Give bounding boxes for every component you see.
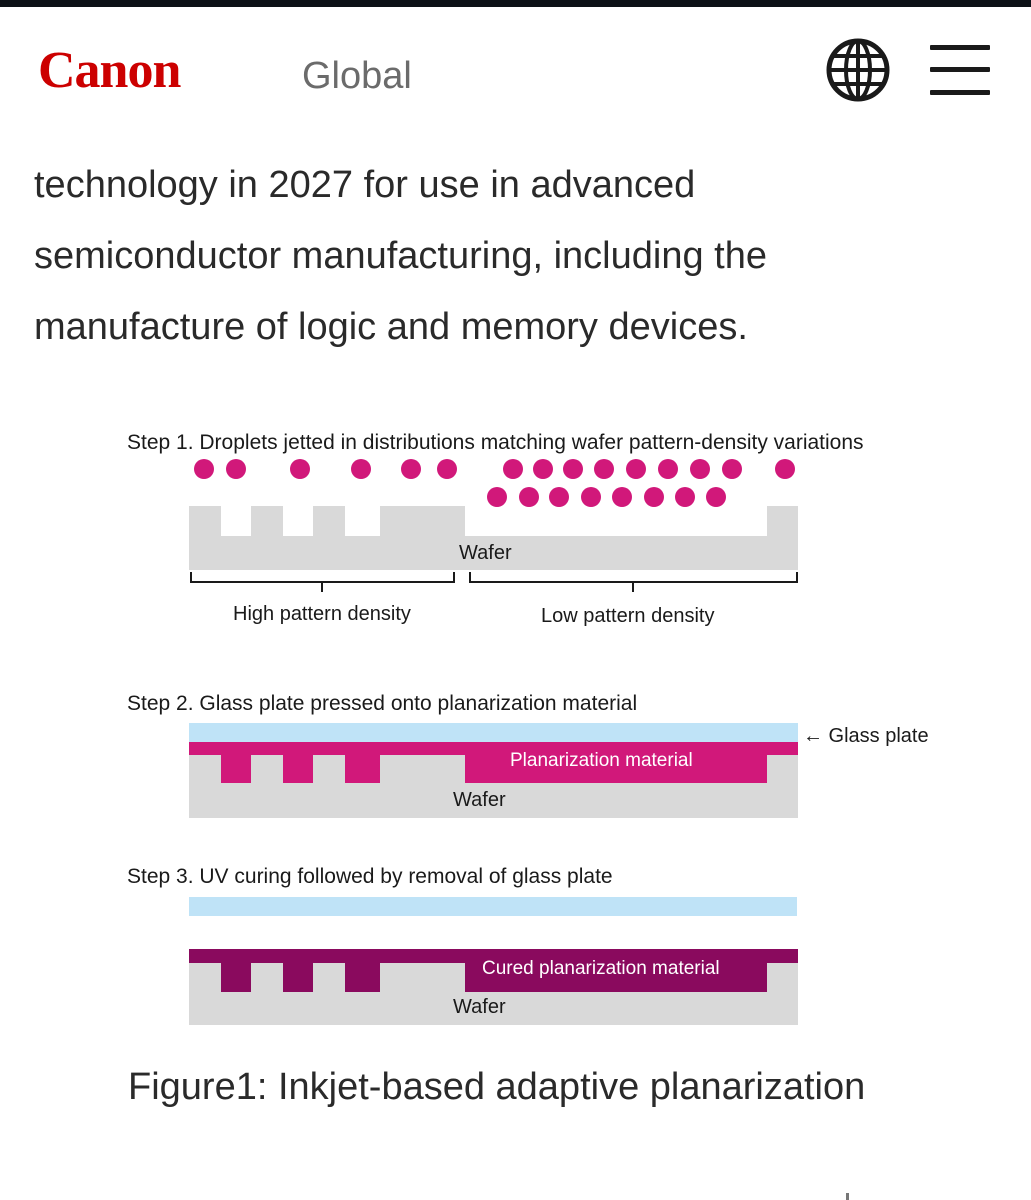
planarization-material <box>189 742 798 783</box>
planarization-label: Planarization material <box>510 750 693 771</box>
glass-plate-label: ← Glass plate <box>803 725 929 747</box>
hamburger-menu-icon[interactable] <box>930 43 992 99</box>
figure-caption: Figure1: Inkjet-based adaptive planariza… <box>128 1066 866 1108</box>
step3-title: Step 3. UV curing followed by removal of… <box>127 865 613 888</box>
glass-plate-step2 <box>189 723 798 742</box>
step1-title: Step 1. Droplets jetted in distributions… <box>127 431 864 454</box>
planarization-figure: Step 1. Droplets jetted in distributions… <box>0 410 1031 1050</box>
article-line: semiconductor manufacturing, including t… <box>34 235 767 277</box>
wafer-label-step3: Wafer <box>453 996 506 1018</box>
article-body: technology in 2027 for use in advanced s… <box>34 150 994 363</box>
droplets-row-top <box>194 459 795 479</box>
canon-logo[interactable]: Canon <box>38 42 181 99</box>
wafer-label-step1: Wafer <box>459 542 512 564</box>
article-line: manufacture of logic and memory devices. <box>34 306 748 348</box>
cured-material-label: Cured planarization material <box>482 958 720 979</box>
scroll-indicator <box>846 1193 849 1200</box>
droplets-row-bottom <box>487 487 726 507</box>
site-label: Global <box>302 55 412 97</box>
cured-planarization-material <box>189 949 798 992</box>
globe-icon[interactable] <box>825 37 891 103</box>
low-density-label: Low pattern density <box>541 605 714 627</box>
article-line: technology in 2027 for use in advanced <box>34 164 696 206</box>
step2-title: Step 2. Glass plate pressed onto planari… <box>127 692 637 715</box>
status-bar <box>0 0 1031 7</box>
high-density-label: High pattern density <box>233 603 411 625</box>
wafer-label-step2: Wafer <box>453 789 506 811</box>
density-brackets <box>190 572 798 592</box>
site-header: Canon Global <box>0 7 1031 127</box>
wafer-step1 <box>189 506 798 570</box>
glass-plate-step3 <box>189 897 797 916</box>
